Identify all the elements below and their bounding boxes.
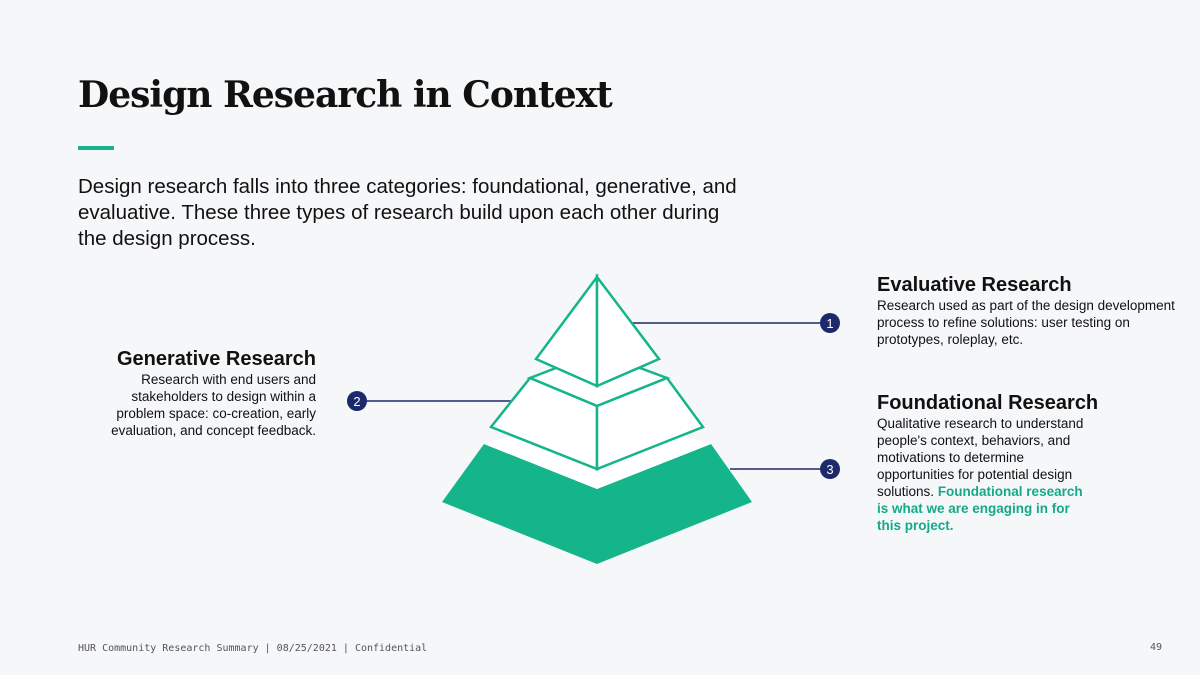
- badge-1: 1: [820, 313, 840, 333]
- generative-heading: Generative Research: [116, 348, 316, 370]
- pyramid-middle-right: [595, 376, 705, 471]
- evaluative-body: Research used as part of the design deve…: [877, 298, 1175, 347]
- evaluative-heading: Evaluative Research: [877, 274, 1072, 296]
- svg-text:2: 2: [353, 394, 360, 409]
- badge-3: 3: [820, 459, 840, 479]
- foundational-heading: Foundational Research: [877, 392, 1099, 414]
- footer-text: HUR Community Research Summary | 08/25/2…: [78, 643, 428, 654]
- generative-section: Generative Research Research with end us…: [90, 348, 316, 439]
- foundational-section: Foundational Research Qualitative resear…: [877, 392, 1177, 534]
- intro-text: Design research falls into three categor…: [78, 175, 737, 250]
- pyramid-base: [442, 444, 752, 564]
- svg-text:3: 3: [826, 462, 833, 477]
- page-number: 49: [1150, 642, 1163, 653]
- evaluative-section: Evaluative Research Research used as par…: [877, 274, 1177, 348]
- foundational-highlight: Foundational research is what we are eng…: [877, 484, 1083, 533]
- badge-2: 2: [347, 391, 367, 411]
- pyramid-top-right: [595, 273, 661, 388]
- page-title: Design Research in Context: [78, 74, 613, 116]
- pyramid-top-left: [534, 273, 599, 388]
- foundational-body: Qualitative research to understand peopl…: [877, 416, 1084, 499]
- svg-text:1: 1: [826, 316, 833, 331]
- title-underline: [78, 146, 114, 150]
- generative-body: Research with end users and stakeholders…: [111, 372, 316, 438]
